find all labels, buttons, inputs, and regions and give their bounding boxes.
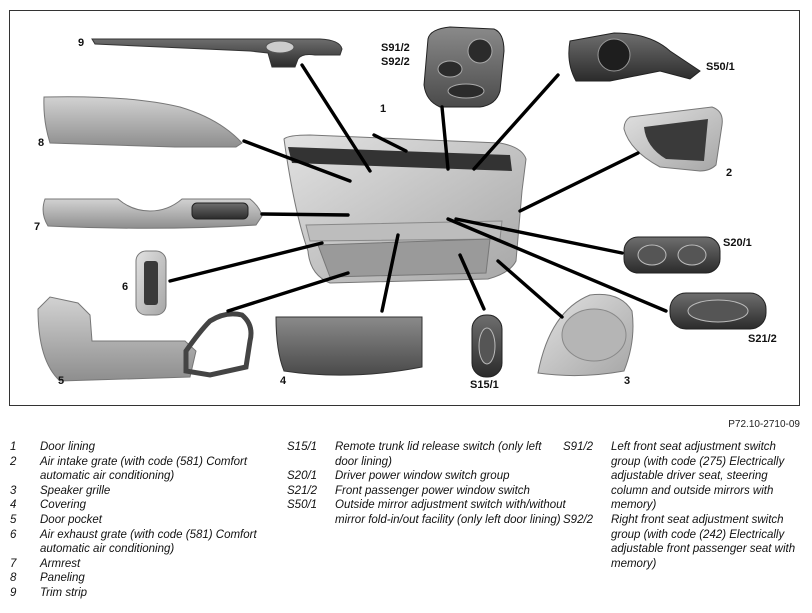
legend-text: Paneling [40, 572, 85, 585]
callout-3: 3 [624, 375, 631, 387]
legend-text: Covering [40, 499, 87, 512]
legend-item: 6 Air exhaust grate (with code (581) Comf… [10, 528, 280, 557]
legend-code: S92/2 [563, 513, 594, 526]
leader-2 [518, 151, 640, 213]
legend-item: S20/1 Driver power window switch group [287, 469, 567, 484]
leader-7 [260, 212, 350, 217]
leader-5 [226, 271, 350, 313]
leader-s50 [472, 73, 560, 171]
legend-item: S50/1 Outside mirror adjustment switch wi… [287, 498, 567, 527]
legend-text: Left front seat adjustment switch group … [611, 441, 785, 512]
leader-8 [242, 139, 352, 183]
legend-code: S15/1 [287, 441, 318, 453]
door-pocket-part [37, 296, 254, 382]
legend-text: Remote trunk lid release switch (only le… [335, 441, 542, 468]
passenger-window-switch-part [669, 292, 767, 330]
callout-2: 2 [726, 167, 733, 179]
leader-1 [372, 133, 408, 153]
leader-9 [300, 63, 372, 173]
exploded-diagram: 9 8 7 6 5 4 1 S91/2 S92/2 S50/1 2 S20/1 … [9, 10, 800, 406]
door-lining-part [283, 134, 527, 284]
legend-text: Armrest [40, 557, 81, 570]
callout-s92-2: S92/2 [381, 56, 410, 68]
legend-item: S91/2 Left front seat adjustment switch g… [563, 440, 805, 513]
leader-6 [168, 241, 324, 283]
mirror-switch-part [568, 32, 701, 82]
legend-column-1: 1 Door lining 2 Air intake grate (with cod… [10, 440, 280, 601]
callout-1: 1 [380, 103, 387, 115]
leader-s91 [440, 105, 450, 171]
legend-code: S50/1 [287, 499, 318, 512]
legend-code: 2 [10, 455, 17, 468]
legend-item: 3 Speaker grille [10, 484, 280, 499]
legend-code: S91/2 [563, 441, 594, 453]
diagram-drawing [37, 26, 767, 382]
figure-reference: P72.10-2710-09 [728, 419, 800, 430]
callout-s15-1: S15/1 [470, 379, 499, 391]
leader-s21 [446, 217, 668, 313]
legend-item: S21/2 Front passenger power window switch [287, 484, 567, 499]
leader-3 [496, 259, 564, 319]
legend-text: Door lining [40, 441, 95, 453]
legend-code: S21/2 [287, 484, 318, 497]
legend-text: Trim strip [40, 586, 88, 599]
callout-5: 5 [58, 375, 65, 387]
leader-s15 [458, 253, 486, 311]
seat-switch-group-part [423, 26, 505, 108]
callout-s91-2: S91/2 [381, 42, 410, 54]
driver-window-switch-group-part [623, 236, 721, 274]
air-intake-grate-part [623, 106, 723, 172]
legend-item: 2 Air intake grate (with code (581) Comfo… [10, 455, 280, 484]
legend-column-3: S91/2 Left front seat adjustment switch g… [563, 440, 805, 571]
legend-text: Driver power window switch group [335, 470, 510, 483]
leader-4 [380, 233, 400, 313]
legend-code: 6 [10, 528, 17, 541]
legend-item: 8 Paneling [10, 571, 280, 586]
callout-6: 6 [122, 281, 129, 293]
callout-s21-2: S21/2 [748, 333, 777, 345]
legend-item: 4 Covering [10, 498, 280, 513]
trim-strip-part [91, 38, 343, 68]
legend-text: Door pocket [40, 513, 103, 526]
callout-4: 4 [280, 375, 287, 387]
legend-code: 4 [10, 499, 17, 512]
legend-text: Front passenger power window switch [335, 484, 530, 497]
speaker-grille-part [537, 293, 634, 377]
callout-9: 9 [78, 37, 85, 49]
legend-text: Speaker grille [40, 484, 111, 497]
callout-8: 8 [38, 137, 45, 149]
trunk-release-switch-part [471, 314, 503, 378]
legend-code: 9 [10, 586, 17, 599]
leader-lines [168, 63, 668, 319]
legend-text: Right front seat adjustment switch group… [611, 513, 796, 570]
legend-column-2: S15/1 Remote trunk lid release switch (on… [287, 440, 567, 528]
covering-part [275, 316, 423, 376]
callout-s50-1: S50/1 [706, 61, 735, 73]
armrest-part [42, 198, 263, 229]
legend-code: S20/1 [287, 470, 318, 483]
legend-text: Air intake grate (with code (581) Comfor… [40, 455, 248, 483]
legend-code: 5 [10, 513, 17, 526]
legend-item: 7 Armrest [10, 557, 280, 572]
legend-code: 7 [10, 557, 17, 570]
leader-s20 [454, 217, 624, 255]
legend-item: 5 Door pocket [10, 513, 280, 528]
legend-text: Air exhaust grate (with code (581) Comfo… [40, 528, 257, 556]
legend-code: 1 [10, 441, 17, 453]
callout-s20-1: S20/1 [723, 237, 752, 249]
callout-7: 7 [34, 221, 41, 233]
legend-item: S92/2 Right front seat adjustment switch … [563, 513, 805, 571]
paneling-part [43, 96, 243, 148]
air-exhaust-grate-part [135, 250, 167, 316]
legend-code: 3 [10, 484, 17, 497]
legend-item: 1 Door lining [10, 440, 280, 455]
legend-text: Outside mirror adjustment switch with/wi… [335, 499, 566, 526]
legend-code: 8 [10, 572, 17, 585]
legend-item: S15/1 Remote trunk lid release switch (on… [287, 440, 567, 469]
legend-item: 9 Trim strip [10, 586, 280, 601]
